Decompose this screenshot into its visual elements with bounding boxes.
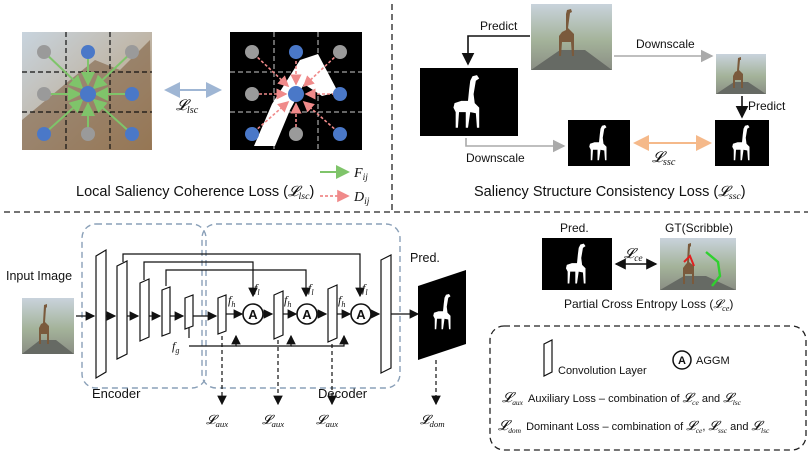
- decoder-box: [201, 223, 401, 389]
- aggm-modules: A A A: [242, 303, 372, 325]
- downscale-bottom-arrow: [465, 138, 566, 153]
- encoder-label: Encoder: [92, 386, 141, 401]
- input-road: [22, 340, 74, 354]
- legend-aggm-icon: [672, 350, 692, 370]
- svg-text:fg: fg: [172, 339, 179, 355]
- aggm-glyph-3: A: [356, 307, 366, 322]
- ssc-caption: Saliency Structure Consistency Loss (𝓛ss…: [474, 184, 746, 202]
- saliency-dots: [245, 45, 347, 141]
- network-connections: [76, 253, 420, 347]
- network-pred-label: Pred.: [410, 251, 440, 265]
- aggm-glyph-2: A: [302, 307, 312, 322]
- road-large: [531, 50, 612, 70]
- svg-text:𝓛aux: 𝓛aux: [262, 412, 284, 429]
- downscale-top-label: Downscale: [636, 37, 695, 51]
- legend-conv-icon: [543, 339, 553, 377]
- lsc-panel: 𝓛lsc Fij Dij Local Saliency Coherence Lo…: [22, 32, 370, 207]
- aggm-glyph-1: A: [248, 307, 258, 322]
- pce-panel: Pred. GT(Scribble) 𝓛ce Partial Cross Ent…: [542, 221, 736, 313]
- input-giraffe: [39, 304, 49, 344]
- legend-box: [489, 325, 807, 451]
- dij-arrows: [253, 53, 340, 133]
- svg-text:𝓛aux: 𝓛aux: [206, 412, 228, 429]
- svg-text:fh: fh: [228, 293, 235, 309]
- feature-labels: fg fh fl fh fl fh fl: [172, 281, 368, 355]
- pce-gt-giraffe: [683, 243, 694, 284]
- network-panel: Input Image Encoder Decoder: [6, 223, 466, 429]
- ce-symbol: 𝓛ce: [624, 247, 643, 264]
- scribble-foreground: [683, 254, 695, 267]
- encoder-box: [81, 223, 207, 389]
- lsc-caption: Local Saliency Coherence Loss (𝓛lsc): [76, 184, 314, 202]
- predict-top-arrow: [461, 35, 530, 66]
- svg-text:fl: fl: [308, 281, 314, 297]
- saliency-shape: [254, 54, 338, 146]
- pce-pred-label: Pred.: [560, 221, 589, 235]
- loss-labels: 𝓛aux 𝓛aux 𝓛aux 𝓛dom: [206, 412, 445, 429]
- predict-right-label: Predict: [748, 99, 786, 113]
- pce-gt-label: GT(Scribble): [665, 221, 733, 235]
- giraffe-small: [733, 57, 743, 88]
- aux-loss-arrows: [217, 336, 441, 406]
- pce-caption: Partial Cross Entropy Loss (𝓛ce): [564, 297, 733, 313]
- legend-aggm-glyph: A: [678, 355, 686, 367]
- pce-gt-road: [660, 276, 736, 290]
- decoder-layers: [217, 254, 392, 374]
- svg-text:fh: fh: [284, 293, 291, 309]
- giraffe-large: [559, 9, 574, 56]
- encoder-layers: [95, 248, 194, 380]
- legend-conv-label: Convolution Layer: [558, 365, 647, 377]
- legend-aggm-label: AGGM: [696, 355, 730, 367]
- svg-text:fl: fl: [254, 281, 260, 297]
- downscale-bottom-label: Downscale: [466, 151, 525, 165]
- legend-fij-label: Fij: [353, 166, 368, 183]
- svg-text:𝓛aux: 𝓛aux: [316, 412, 338, 429]
- ssc-symbol: 𝓛ssc: [652, 150, 676, 168]
- input-image-label: Input Image: [6, 269, 72, 283]
- lsc-symbol: 𝓛lsc: [176, 98, 199, 116]
- patch-dots: [37, 45, 139, 141]
- svg-text:fl: fl: [362, 281, 368, 297]
- predict-top-label: Predict: [480, 19, 518, 33]
- decoder-label: Decoder: [318, 386, 368, 401]
- legend-dij-label: Dij: [353, 190, 370, 207]
- svg-text:fh: fh: [338, 293, 345, 309]
- ssc-panel: Predict Downscale Predict Downscale 𝓛ssc…: [420, 4, 786, 202]
- scribble-background: [705, 251, 722, 287]
- svg-text:𝓛dom: 𝓛dom: [420, 412, 445, 429]
